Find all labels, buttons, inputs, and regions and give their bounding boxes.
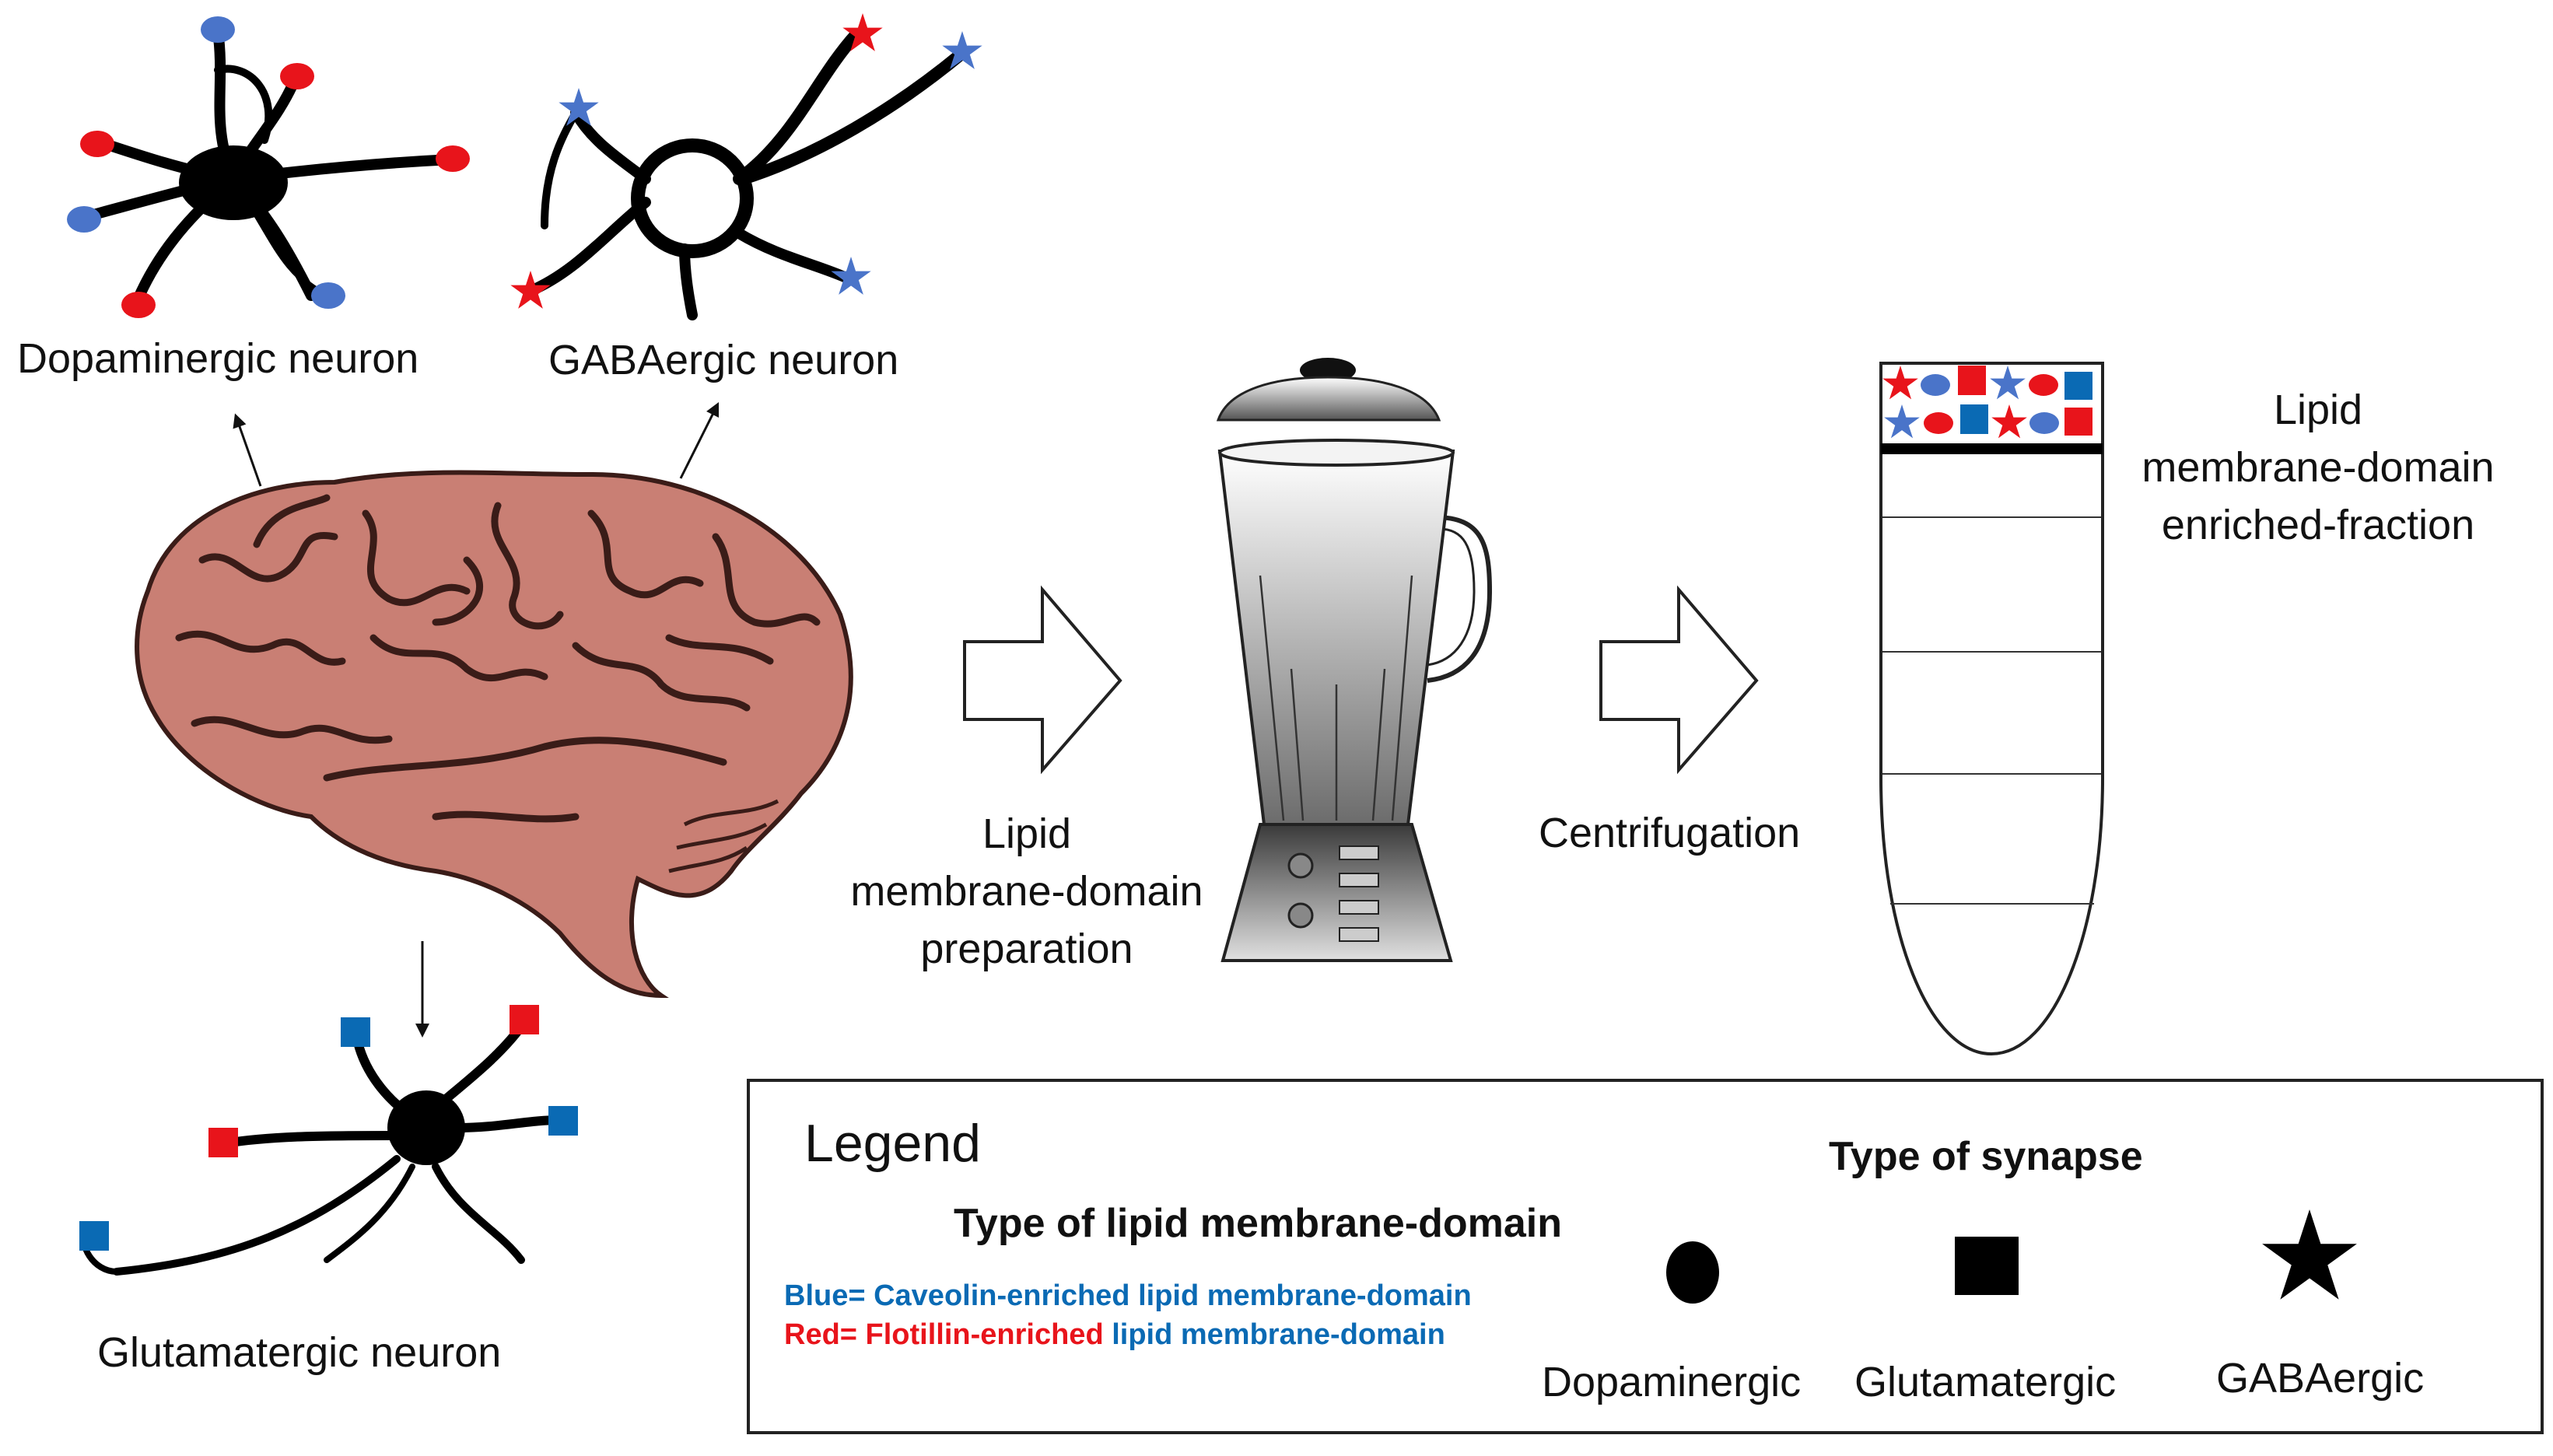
synapse-heading: Type of synapse xyxy=(1829,1134,2143,1179)
synapse-glutamatergic: Glutamatergic xyxy=(1854,1359,2117,1405)
process-arrow-2 xyxy=(1599,585,1759,775)
legend-title: Legend xyxy=(804,1114,981,1173)
fraction-label: Lipid membrane-domain enriched-fraction xyxy=(2100,381,2536,554)
blender-icon xyxy=(1216,358,1493,962)
glutamatergic-label: Glutamatergic neuron xyxy=(97,1329,502,1376)
arrow-to-gabaergic xyxy=(679,401,720,479)
tube-fraction-markers xyxy=(1882,366,2092,439)
domain-heading: Type of lipid membrane-domain xyxy=(954,1201,1563,1246)
fraction-line-1: Lipid xyxy=(2273,387,2363,433)
legend-red-text: Red= Flotillin-enriched xyxy=(784,1318,1104,1351)
step2-label: Centrifugation xyxy=(1539,810,1801,856)
glutamatergic-neuron-icon xyxy=(80,1022,565,1276)
step1-line-2: membrane-domain xyxy=(850,868,1203,915)
glutamatergic-terminals xyxy=(79,1005,578,1251)
legend-blue-line: Blue= Caveolin-enriched lipid membrane-d… xyxy=(784,1279,1472,1312)
step1-line-3: preparation xyxy=(920,926,1133,972)
brain-icon xyxy=(135,470,853,999)
tube-icon xyxy=(1879,362,2104,1056)
arrow-to-dopaminergic xyxy=(233,413,262,487)
dopaminergic-neuron-icon xyxy=(76,26,457,309)
legend-red-suffix: lipid membrane-domain xyxy=(1103,1318,1445,1351)
dopaminergic-label: Dopaminergic neuron xyxy=(17,335,419,382)
step1-label: Lipid membrane-domain preparation xyxy=(825,805,1229,978)
legend-square-icon xyxy=(1955,1237,2019,1295)
step1-line-1: Lipid xyxy=(982,810,1072,857)
fraction-line-3: enriched-fraction xyxy=(2161,502,2475,548)
synapse-dopaminergic: Dopaminergic xyxy=(1542,1359,1802,1405)
gabaergic-label: GABAergic neuron xyxy=(548,337,899,383)
legend-red-line: Red= Flotillin-enriched lipid membrane-d… xyxy=(784,1318,1445,1352)
legend-box: Legend Type of lipid membrane-domain Blu… xyxy=(747,1079,2544,1434)
fraction-line-2: membrane-domain xyxy=(2142,444,2495,491)
dopaminergic-terminals xyxy=(67,16,470,318)
gabaergic-neuron-icon xyxy=(524,29,967,320)
legend-circle-icon xyxy=(1666,1241,1719,1304)
process-arrow-1 xyxy=(963,585,1122,775)
synapse-gabaergic: GABAergic xyxy=(2216,1355,2425,1402)
